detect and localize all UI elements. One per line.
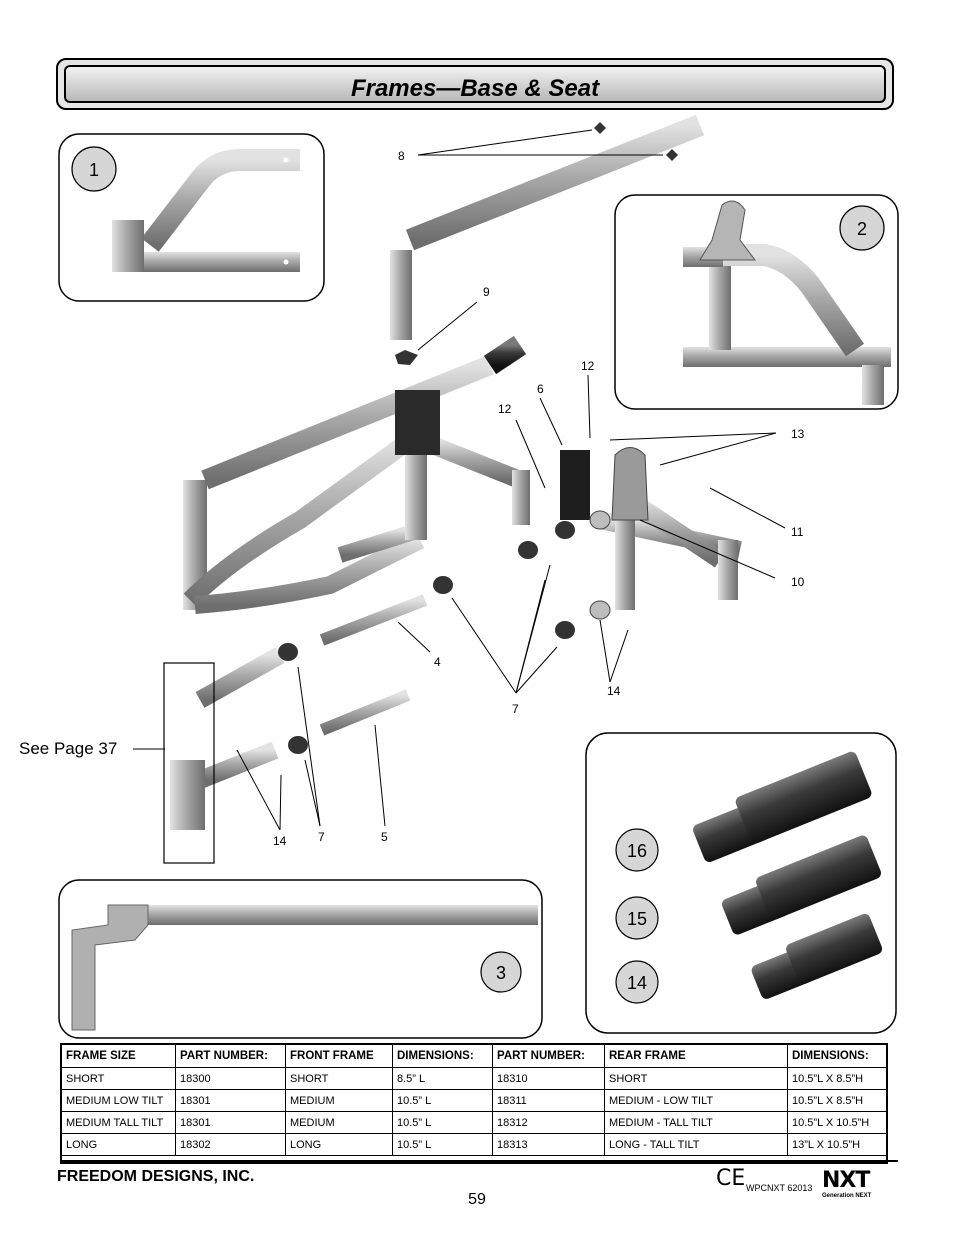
cell: 10.5”L X 10.5”H [787, 1111, 888, 1134]
callout-7-left: 7 [318, 830, 325, 844]
cell: MEDIUM - LOW TILT [604, 1089, 788, 1112]
inset-1-number: 1 [89, 160, 99, 180]
inset-3-badge [480, 951, 522, 993]
cell: 10.5” L [392, 1111, 493, 1134]
ce-mark-icon: CE [716, 1166, 746, 1191]
cell: MEDIUM - TALL TILT [604, 1111, 788, 1134]
cell: MEDIUM [285, 1111, 393, 1134]
cell: 18312 [492, 1111, 605, 1134]
cell: MEDIUM TALL TILT [60, 1111, 176, 1134]
callout-11: 11 [791, 525, 804, 539]
inset-16-badge [615, 828, 659, 872]
see-page-reference: See Page 37 [19, 739, 118, 758]
cell: 10.5”L X 8.5”H [787, 1067, 888, 1090]
page-number: 59 [468, 1191, 486, 1208]
callout-10: 10 [791, 575, 805, 589]
cell: SHORT [60, 1067, 176, 1090]
inset-14-number: 14 [627, 973, 647, 993]
cell: 13”L X 10.5”H [787, 1133, 888, 1156]
cell: LONG [60, 1133, 176, 1156]
inset-1-panel: 1 [58, 133, 325, 302]
cell: 18301 [175, 1111, 286, 1134]
cell: LONG [285, 1133, 393, 1156]
col-rear-part-number: PART NUMBER: [492, 1043, 605, 1068]
callout-13: 13 [791, 427, 805, 441]
cell: LONG - TALL TILT [604, 1133, 788, 1156]
cell: 18301 [175, 1089, 286, 1112]
title-banner: Frames—Base & Seat [56, 58, 894, 110]
table-header-row: FRAME SIZE PART NUMBER: FRONT FRAME DIME… [60, 1043, 888, 1068]
inset-3-panel: 3 [58, 879, 543, 1039]
cell: 10.5”L X 8.5”H [787, 1089, 888, 1112]
inset-1-badge [71, 146, 117, 192]
exploded-parts-diagram: 1 2 3 16 15 14 [58, 114, 899, 1039]
company-name: FREEDOM DESIGNS, INC. [57, 1168, 255, 1185]
callout-14-right: 14 [607, 684, 621, 698]
cell: 18302 [175, 1133, 286, 1156]
col-frame-size: FRAME SIZE [60, 1043, 176, 1068]
cell: 18300 [175, 1067, 286, 1090]
inset-16-number: 16 [627, 841, 647, 861]
table-spacer-row [61, 1155, 887, 1163]
inset-3-number: 3 [496, 963, 506, 983]
inset-2-panel: 2 [614, 194, 899, 410]
document-id: WPCNXT 62013 [746, 1183, 813, 1193]
inset-adapters-panel: 16 15 14 [585, 732, 897, 1034]
cell: 18310 [492, 1067, 605, 1090]
inset-2-badge [839, 205, 885, 251]
cell: 18313 [492, 1133, 605, 1156]
cell: 8.5” L [392, 1067, 493, 1090]
inset-15-badge [615, 896, 659, 940]
callout-5: 5 [381, 830, 388, 844]
leader-lines [133, 129, 786, 831]
table-row: MEDIUM TALL TILT 18301 MEDIUM 10.5” L 18… [60, 1111, 888, 1134]
callout-8: 8 [398, 149, 405, 163]
col-rear-frame: REAR FRAME [604, 1043, 788, 1068]
col-rear-dimensions: DIMENSIONS: [787, 1043, 888, 1068]
title-banner-inner: Frames—Base & Seat [64, 65, 886, 103]
table-row: MEDIUM LOW TILT 18301 MEDIUM 10.5” L 183… [60, 1089, 888, 1112]
inset-15-number: 15 [627, 909, 647, 929]
cell: SHORT [604, 1067, 788, 1090]
nxt-logo: NXT [822, 1168, 870, 1193]
nxt-tagline: Generation NEXT [822, 1193, 872, 1199]
frame-size-table: FRAME SIZE PART NUMBER: FRONT FRAME DIME… [60, 1043, 888, 1164]
col-front-part-number: PART NUMBER: [175, 1043, 286, 1068]
inset-2-number: 2 [857, 219, 867, 239]
col-front-frame: FRONT FRAME [285, 1043, 393, 1068]
cell: SHORT [285, 1067, 393, 1090]
callout-6: 6 [537, 382, 544, 396]
callout-12-lower: 12 [498, 402, 512, 416]
table-row: LONG 18302 LONG 10.5” L 18313 LONG - TAL… [60, 1133, 888, 1156]
page-title: Frames—Base & Seat [350, 75, 600, 102]
table-row: SHORT 18300 SHORT 8.5” L 18310 SHORT 10.… [60, 1067, 888, 1090]
callout-9: 9 [483, 285, 490, 299]
callout-14-left: 14 [273, 834, 287, 848]
callout-12-upper: 12 [581, 359, 595, 373]
footer-rule [60, 1160, 898, 1162]
col-front-dimensions: DIMENSIONS: [392, 1043, 493, 1068]
callout-7-center: 7 [512, 702, 519, 716]
cell: 18311 [492, 1089, 605, 1112]
caster-detail-box [163, 662, 215, 864]
cell: 10.5” L [392, 1133, 493, 1156]
main-frame-assembly [163, 114, 742, 864]
inset-14-badge [615, 960, 659, 1004]
cell: 10.5” L [392, 1089, 493, 1112]
cell: MEDIUM [285, 1089, 393, 1112]
callout-4: 4 [434, 655, 441, 669]
cell: MEDIUM LOW TILT [60, 1089, 176, 1112]
